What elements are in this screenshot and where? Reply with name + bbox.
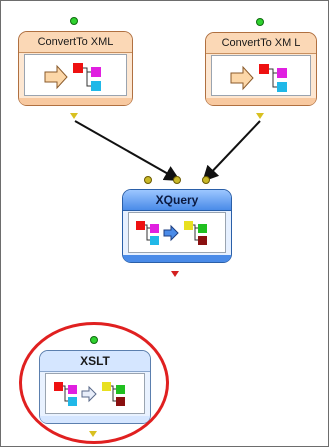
convert1-input-port[interactable] [70,17,78,25]
convert-to-xml-node-1[interactable]: ConvertTo XML [18,31,133,106]
node-title: XQuery [123,190,231,211]
node-body [211,55,311,96]
convert2-input-port[interactable] [256,18,264,26]
connector-convert1-to-xquery[interactable] [74,120,181,181]
node-footer [19,98,132,105]
node-footer [206,98,316,105]
convert2-output-port[interactable] [256,113,264,119]
connector-convert2-to-xquery[interactable] [202,120,261,182]
node-body [24,54,127,96]
tree-to-tree-icon [136,221,207,245]
xquery-node[interactable]: XQuery [122,189,232,263]
xquery-output-port[interactable] [171,271,179,277]
node-title: ConvertTo XML [19,32,132,53]
xquery-input-port-3[interactable] [202,176,210,184]
convert1-output-port[interactable] [70,113,78,119]
node-footer [123,255,231,262]
xquery-input-port-2[interactable] [173,176,181,184]
convert-to-xml-node-2[interactable]: ConvertTo XM L [205,32,317,106]
highlight-circle [19,322,169,444]
xquery-input-port-1[interactable] [144,176,152,184]
node-title: ConvertTo XM L [206,33,316,54]
arrow-to-tree-icon [230,64,287,92]
arrow-to-tree-icon [44,63,101,91]
node-body [128,212,226,253]
